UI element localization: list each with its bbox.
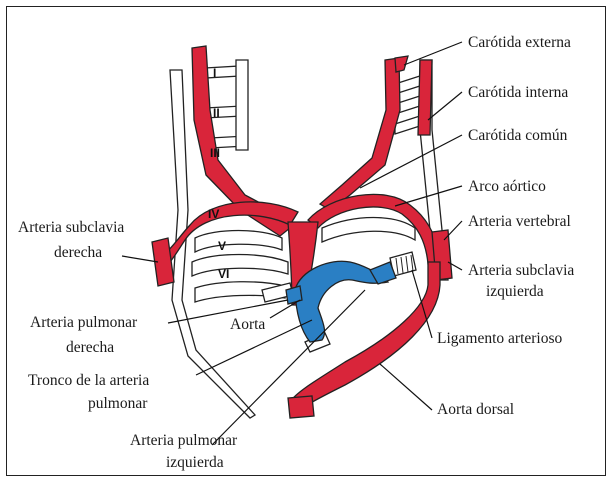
arch-VI-upper <box>192 255 288 277</box>
label-tronco-1: Tronco de la arteria <box>28 372 149 389</box>
numeral-III: III <box>210 146 220 160</box>
label-pulmonar-der-2: derecha <box>66 339 114 356</box>
label-subclavia-der-2: derecha <box>54 244 102 261</box>
label-ligamento: Ligamento arterioso <box>437 330 562 347</box>
label-subclavia-izq-2: izquierda <box>486 283 544 300</box>
label-arco-aortico: Arco aórtico <box>468 178 546 195</box>
label-pulmonar-izq-2: izquierda <box>166 454 224 471</box>
numeral-V: V <box>218 239 226 253</box>
arch-V <box>195 231 282 253</box>
numeral-II: II <box>213 106 220 120</box>
left-arch-I <box>205 66 240 78</box>
internal-carotid-right <box>418 60 432 135</box>
label-carotida-comun: Carótida común <box>468 127 568 144</box>
label-aorta-dorsal: Aorta dorsal <box>437 401 514 418</box>
label-pulmonar-izq-1: Arteria pulmonar <box>130 432 238 449</box>
numeral-VI: VI <box>218 267 229 281</box>
right-carotid-trunk <box>320 58 400 210</box>
right-arch-V <box>322 218 415 243</box>
numeral-IV: IV <box>208 207 219 221</box>
dorsal-aorta-stub <box>288 396 314 418</box>
label-carotida-externa: Carótida externa <box>468 34 571 51</box>
label-aorta: Aorta <box>230 316 265 333</box>
label-subclavia-der-1: Arteria subclavia <box>18 219 124 236</box>
label-pulmonar-der-1: Arteria pulmonar <box>30 314 138 331</box>
label-carotida-interna: Carótida interna <box>468 84 568 101</box>
label-subclavia-izq-1: Arteria subclavia <box>468 262 574 279</box>
right-pulmonary-root <box>286 286 302 304</box>
label-arteria-vertebral: Arteria vertebral <box>468 213 571 230</box>
label-tronco-2: pulmonar <box>88 395 148 412</box>
left-upper-connector <box>236 60 248 150</box>
numeral-I: I <box>213 66 216 80</box>
